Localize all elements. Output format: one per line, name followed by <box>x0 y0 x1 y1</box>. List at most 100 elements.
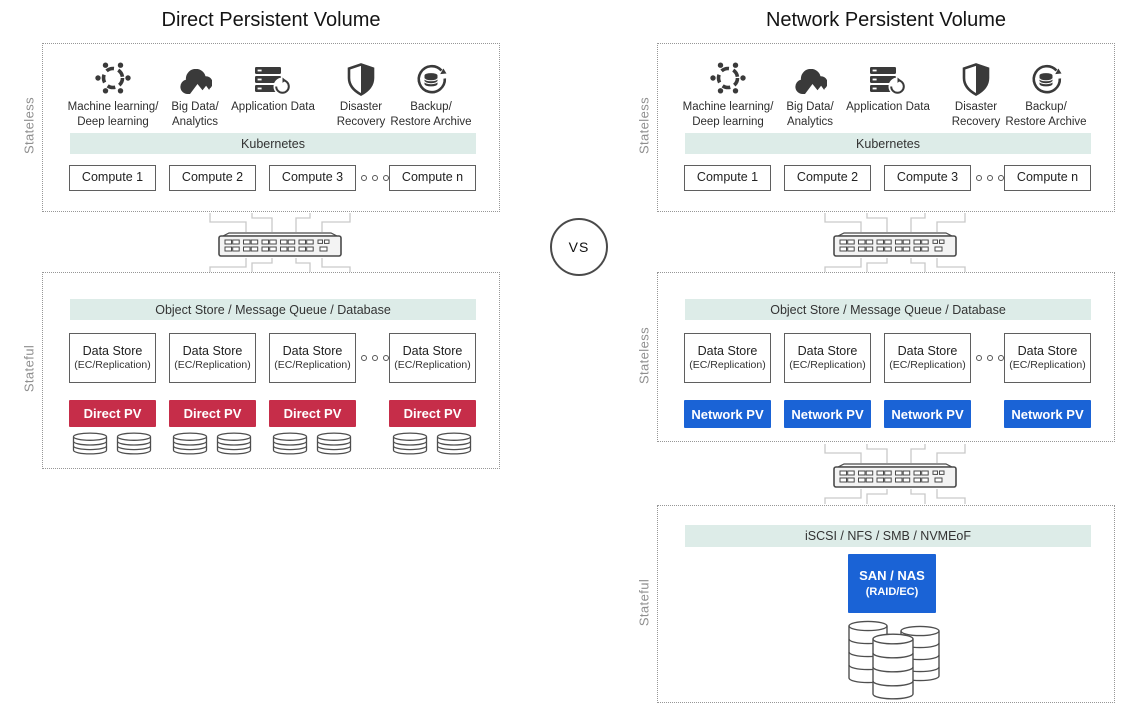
machine-learning-icon <box>95 56 131 96</box>
network-pv-badge: Network PV <box>1004 400 1091 428</box>
data-store-subtitle: (EC/Replication) <box>274 359 351 372</box>
disk-cylinder-icon <box>436 432 472 455</box>
ellipsis-dots <box>976 175 1004 181</box>
data-store-subtitle: (EC/Replication) <box>394 359 471 372</box>
left-stateless-box: Machine learning/ Deep learning Big Data… <box>42 43 500 212</box>
workload-label: Analytics <box>786 115 834 128</box>
workload-machine-learning: Machine learning/ Deep learning <box>672 56 784 130</box>
data-store-node: Data Store (EC/Replication) <box>389 333 476 383</box>
workload-label: Machine learning/ <box>67 101 159 113</box>
compute-node: Compute 1 <box>684 165 771 191</box>
workload-machine-learning: Machine learning/ Deep learning <box>57 56 169 130</box>
workload-label: Analytics <box>171 115 219 128</box>
direct-pv-badge: Direct PV <box>69 400 156 427</box>
kubernetes-bar: Kubernetes <box>685 133 1091 154</box>
data-store-node: Data Store (EC/Replication) <box>1004 333 1091 383</box>
backup-restore-icon <box>413 56 449 96</box>
workload-application-data: Application Data <box>832 56 944 115</box>
data-store-subtitle: (EC/Replication) <box>889 359 966 372</box>
data-store-title: Data Store <box>182 343 243 358</box>
data-store-title: Data Store <box>897 343 958 358</box>
right-stateless-box: Machine learning/ Deep learning Big Data… <box>657 43 1115 212</box>
left-panel-title: Direct Persistent Volume <box>161 9 381 31</box>
data-store-title: Data Store <box>402 343 463 358</box>
workload-label: Deep learning <box>77 115 149 128</box>
data-store-subtitle: (EC/Replication) <box>789 359 866 372</box>
right-upper-network-switch-icon <box>833 232 957 257</box>
right-stateful-label: Stateful <box>636 578 652 627</box>
workload-label: Deep learning <box>692 115 764 128</box>
left-network-switch-icon <box>218 232 342 257</box>
object-store-bar: Object Store / Message Queue / Database <box>685 299 1091 320</box>
disaster-recovery-icon <box>962 56 990 96</box>
compute-node: Compute n <box>1004 165 1091 191</box>
right-panel-title: Network Persistent Volume <box>765 9 1007 31</box>
compute-node: Compute 1 <box>69 165 156 191</box>
data-store-node: Data Store (EC/Replication) <box>784 333 871 383</box>
direct-pv-badge: Direct PV <box>389 400 476 427</box>
san-nas-subtitle: (RAID/EC) <box>865 585 919 598</box>
object-store-bar: Object Store / Message Queue / Database <box>70 299 476 320</box>
application-data-icon <box>869 56 907 96</box>
data-store-title: Data Store <box>697 343 758 358</box>
workload-big-data: Big Data/ Analytics <box>754 56 866 130</box>
right-stateful-box: iSCSI / NFS / SMB / NVMEoF SAN / NAS (RA… <box>657 505 1115 703</box>
data-store-title: Data Store <box>1017 343 1078 358</box>
backup-restore-icon <box>1028 56 1064 96</box>
network-pv-badge: Network PV <box>684 400 771 428</box>
data-store-title: Data Store <box>282 343 343 358</box>
disk-cylinder-icon <box>172 432 208 455</box>
workload-label: Big Data/ <box>786 101 834 113</box>
data-store-node: Data Store (EC/Replication) <box>884 333 971 383</box>
disk-cylinder-icon <box>72 432 108 455</box>
application-data-icon <box>254 56 292 96</box>
storage-cylinder-cluster-icon <box>848 620 940 700</box>
workload-label: Big Data/ <box>171 101 219 113</box>
workload-label: Restore Archive <box>390 115 472 128</box>
right-stateless-label: Stateless <box>636 96 652 155</box>
right-lower-network-switch-icon <box>833 463 957 488</box>
workload-disaster-recovery: Disaster Recovery <box>920 56 1032 130</box>
data-store-title: Data Store <box>82 343 143 358</box>
workload-label: Recovery <box>336 115 386 128</box>
workload-label: Recovery <box>951 115 1001 128</box>
san-nas-title: SAN / NAS <box>859 568 925 584</box>
ellipsis-dots <box>361 175 389 181</box>
san-nas-node: SAN / NAS (RAID/EC) <box>848 554 936 613</box>
direct-pv-badge: Direct PV <box>269 400 356 427</box>
disaster-recovery-icon <box>347 56 375 96</box>
workload-label: Machine learning/ <box>682 101 774 113</box>
workload-label: Disaster <box>339 101 383 113</box>
compute-node: Compute 2 <box>169 165 256 191</box>
big-data-analytics-icon <box>793 56 827 96</box>
network-pv-badge: Network PV <box>884 400 971 428</box>
workload-backup-restore: Backup/ Restore Archive <box>375 56 487 130</box>
data-store-subtitle: (EC/Replication) <box>689 359 766 372</box>
data-store-node: Data Store (EC/Replication) <box>684 333 771 383</box>
compute-node: Compute 3 <box>269 165 356 191</box>
data-store-node: Data Store (EC/Replication) <box>69 333 156 383</box>
data-store-subtitle: (EC/Replication) <box>1009 359 1086 372</box>
compute-node: Compute n <box>389 165 476 191</box>
workload-label: Application Data <box>846 101 930 113</box>
workload-disaster-recovery: Disaster Recovery <box>305 56 417 130</box>
data-store-subtitle: (EC/Replication) <box>174 359 251 372</box>
workload-label: Restore Archive <box>1005 115 1087 128</box>
data-store-subtitle: (EC/Replication) <box>74 359 151 372</box>
disk-cylinder-icon <box>116 432 152 455</box>
left-stateless-label: Stateless <box>21 96 37 155</box>
protocol-bar: iSCSI / NFS / SMB / NVMEoF <box>685 525 1091 547</box>
data-store-title: Data Store <box>797 343 858 358</box>
compute-node: Compute 2 <box>784 165 871 191</box>
workload-big-data: Big Data/ Analytics <box>139 56 251 130</box>
right-middle-stateless-box: Object Store / Message Queue / Database … <box>657 272 1115 442</box>
kubernetes-bar: Kubernetes <box>70 133 476 154</box>
machine-learning-icon <box>710 56 746 96</box>
data-store-node: Data Store (EC/Replication) <box>169 333 256 383</box>
workload-label: Application Data <box>231 101 315 113</box>
direct-pv-badge: Direct PV <box>169 400 256 427</box>
workload-application-data: Application Data <box>217 56 329 115</box>
compute-node: Compute 3 <box>884 165 971 191</box>
big-data-analytics-icon <box>178 56 212 96</box>
disk-cylinder-icon <box>272 432 308 455</box>
